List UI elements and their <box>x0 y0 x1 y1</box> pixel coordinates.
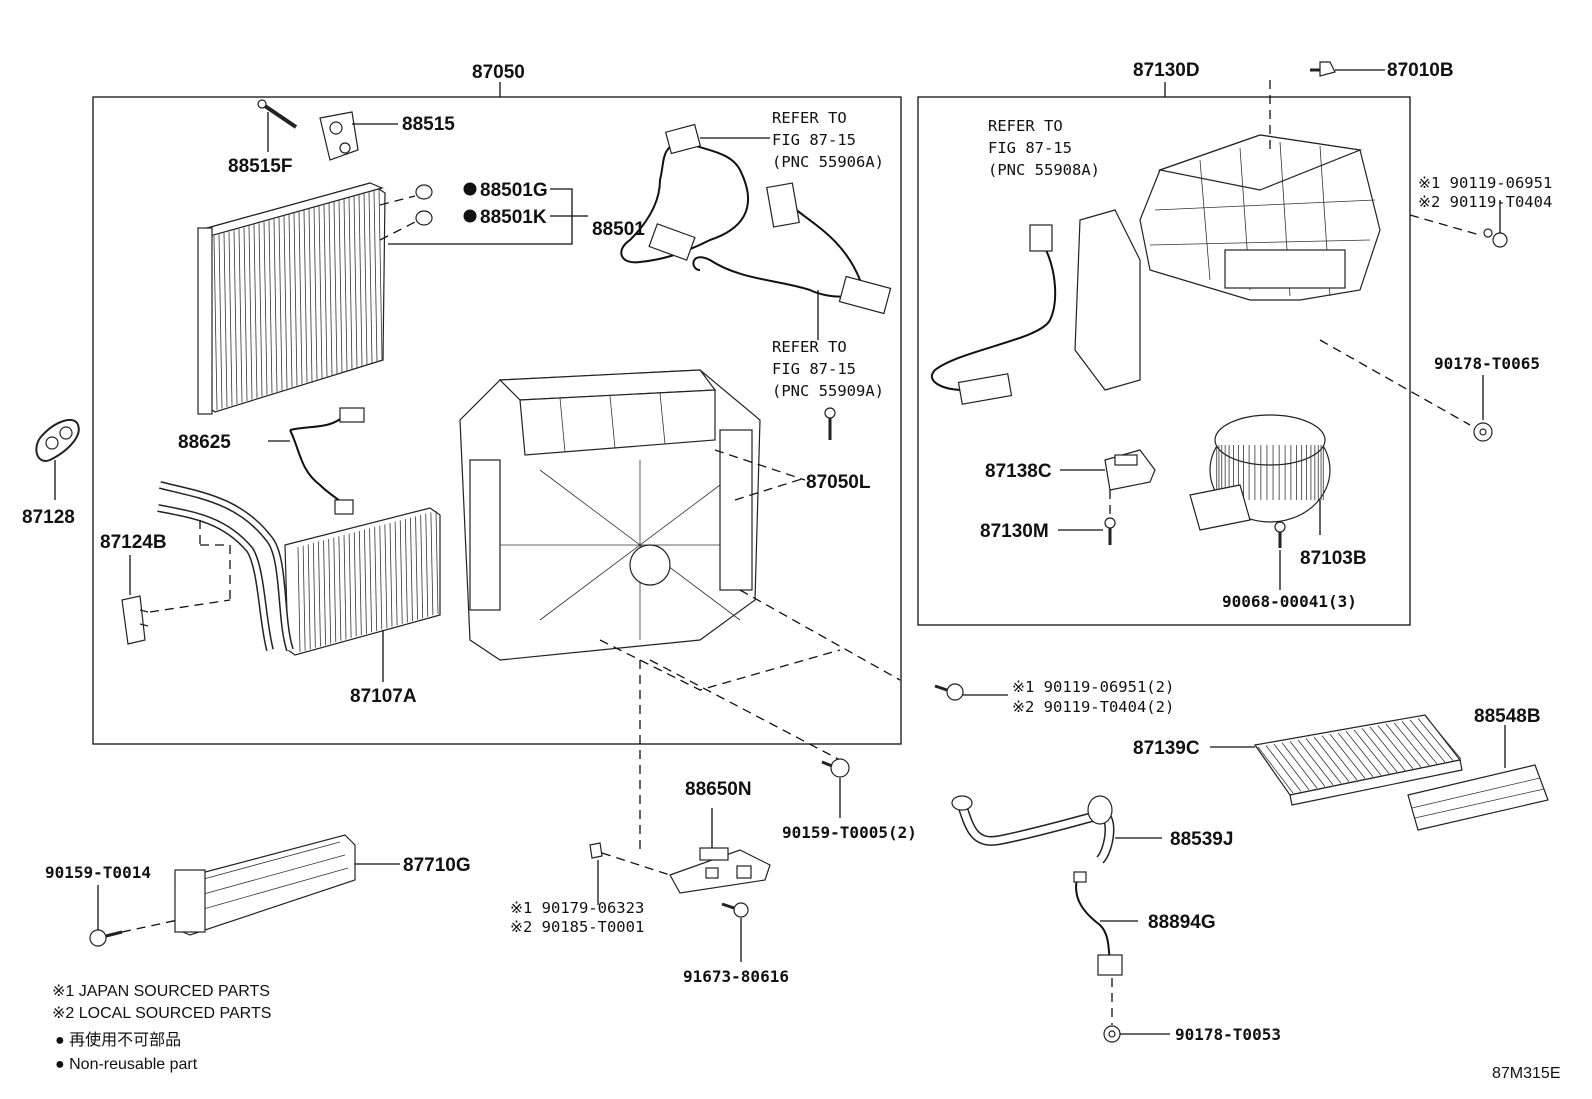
svg-text:※2 90119-T0404(2): ※2 90119-T0404(2) <box>1012 698 1174 716</box>
o-ring-88501k[interactable] <box>415 210 433 226</box>
label-88625: 88625 <box>178 432 231 453</box>
hvac-case[interactable] <box>459 369 761 661</box>
label-87130m: 87130M <box>980 521 1049 542</box>
duct-88539j[interactable] <box>951 795 1115 864</box>
label-90178-t0065: 90178-T0065 <box>1434 354 1540 373</box>
label-87103b: 87103B <box>1300 548 1367 569</box>
sensor-88894g[interactable] <box>1073 871 1123 976</box>
label-91673: 91673-80616 <box>683 967 789 986</box>
label-88515f: 88515F <box>228 156 292 177</box>
label-88650n: 88650N <box>685 779 752 800</box>
bolt-90119-blower[interactable] <box>1483 228 1508 248</box>
svg-text:(PNC 55909A): (PNC 55909A) <box>772 382 884 400</box>
svg-text:FIG 87-15: FIG 87-15 <box>772 360 856 378</box>
legend-japan-sourced: ※1 JAPAN SOURCED PARTS <box>52 983 270 1000</box>
label-88548b: 88548B <box>1474 706 1541 727</box>
label-87050: 87050 <box>472 62 525 83</box>
svg-text:FIG 87-15: FIG 87-15 <box>988 139 1072 157</box>
legend-non-reusable-en: ● Non-reusable part <box>55 1056 198 1073</box>
harness-55908a[interactable] <box>930 224 1057 405</box>
legend-non-reusable-jp: ● 再使用不可部品 <box>55 1031 181 1049</box>
marked-label-case-bolt: ※1 90119-06951(2) ※2 90119-T0404(2) <box>1012 678 1174 716</box>
expansion-valve[interactable] <box>319 111 359 161</box>
harness-55909a[interactable] <box>692 182 892 315</box>
refer-note-55908a: REFER TO FIG 87-15 (PNC 55908A) <box>988 117 1100 179</box>
sensor-88625[interactable] <box>289 407 365 515</box>
svg-text:※1 90119-06951(2): ※1 90119-06951(2) <box>1012 678 1174 696</box>
nut-90178-t0053[interactable] <box>1103 1025 1121 1043</box>
filter-cover-88548b[interactable] <box>1407 764 1549 831</box>
screw-87010b[interactable] <box>1310 61 1336 77</box>
label-87010b: 87010B <box>1387 60 1454 81</box>
label-87138c: 87138C <box>985 461 1052 482</box>
nut-90178-t0065[interactable] <box>1473 422 1493 442</box>
bolt-90119-case[interactable] <box>934 683 964 701</box>
svg-text:REFER TO: REFER TO <box>772 338 847 356</box>
case-assembly-frame <box>92 96 902 745</box>
screw-90068[interactable] <box>1274 521 1286 548</box>
clip-87124b[interactable] <box>121 595 149 645</box>
clip-90179[interactable] <box>589 842 603 859</box>
svg-text:※1 90119-06951: ※1 90119-06951 <box>1418 174 1552 192</box>
harness-55906a[interactable] <box>620 123 750 264</box>
legend: ※1 JAPAN SOURCED PARTS ※2 LOCAL SOURCED … <box>52 983 271 1073</box>
grommet-87128[interactable] <box>35 418 80 462</box>
label-90159-t0005: 90159-T0005(2) <box>782 823 917 842</box>
svg-text:FIG 87-15: FIG 87-15 <box>772 131 856 149</box>
nut-90159-t0005[interactable] <box>821 758 850 778</box>
svg-text:REFER TO: REFER TO <box>988 117 1063 135</box>
svg-text:※1 90179-06323: ※1 90179-06323 <box>510 899 644 917</box>
screw-90159-t0014[interactable] <box>89 929 123 947</box>
blower-assembly-frame <box>917 96 1411 626</box>
label-88894g: 88894G <box>1148 912 1216 933</box>
blower-motor[interactable] <box>1189 414 1331 531</box>
air-filter-87139c[interactable] <box>1253 714 1463 806</box>
svg-text:(PNC 55906A): (PNC 55906A) <box>772 153 884 171</box>
sheet-code: 87M315E <box>1492 1065 1561 1082</box>
svg-text:REFER TO: REFER TO <box>772 109 847 127</box>
label-88501: 88501 <box>592 219 645 240</box>
label-87050l: 87050L <box>806 472 871 493</box>
label-90178-t0053: 90178-T0053 <box>1175 1025 1281 1044</box>
bolt-88515f[interactable] <box>257 99 298 129</box>
svg-text:(PNC 55908A): (PNC 55908A) <box>988 161 1100 179</box>
marked-label-clip: ※1 90179-06323 ※2 90185-T0001 <box>510 899 644 936</box>
part-labels: 87050 88515 88515F 88501G 88501K 88501 8… <box>22 60 1561 1082</box>
non-reusable-dot-icon <box>463 209 477 223</box>
label-87710g: 87710G <box>403 855 471 876</box>
blower-housing[interactable] <box>1074 134 1381 391</box>
label-88539j: 88539J <box>1170 829 1233 850</box>
label-87107a: 87107A <box>350 686 417 707</box>
label-87139c: 87139C <box>1133 738 1200 759</box>
evaporator-core[interactable] <box>197 182 386 415</box>
label-90068: 90068-00041(3) <box>1222 592 1357 611</box>
screw-87050l[interactable] <box>824 407 836 440</box>
refer-note-55909a: REFER TO FIG 87-15 (PNC 55909A) <box>772 338 884 400</box>
o-ring-88501g[interactable] <box>415 184 433 200</box>
label-90159-t0014: 90159-T0014 <box>45 863 151 882</box>
svg-text:※2 90185-T0001: ※2 90185-T0001 <box>510 918 644 936</box>
label-88501g: 88501G <box>480 180 548 201</box>
legend-local-sourced: ※2 LOCAL SOURCED PARTS <box>52 1005 271 1022</box>
label-88515: 88515 <box>402 114 455 135</box>
label-88501k: 88501K <box>480 207 547 228</box>
label-87124b: 87124B <box>100 532 167 553</box>
svg-text:※2 90119-T0404: ※2 90119-T0404 <box>1418 193 1552 211</box>
bracket-88650n[interactable] <box>669 847 771 894</box>
marked-label-blower-bolt: ※1 90119-06951 ※2 90119-T0404 <box>1418 174 1552 211</box>
screw-87130m[interactable] <box>1104 517 1116 545</box>
refer-note-55906a: REFER TO FIG 87-15 (PNC 55906A) <box>772 109 884 171</box>
label-87128: 87128 <box>22 507 75 528</box>
non-reusable-dot-icon <box>463 182 477 196</box>
ptc-heater-87710g[interactable] <box>174 834 356 936</box>
blower-resistor[interactable] <box>1104 449 1156 491</box>
label-87130d: 87130D <box>1133 60 1200 81</box>
screw-91673[interactable] <box>721 902 749 918</box>
heater-core[interactable] <box>157 481 441 656</box>
